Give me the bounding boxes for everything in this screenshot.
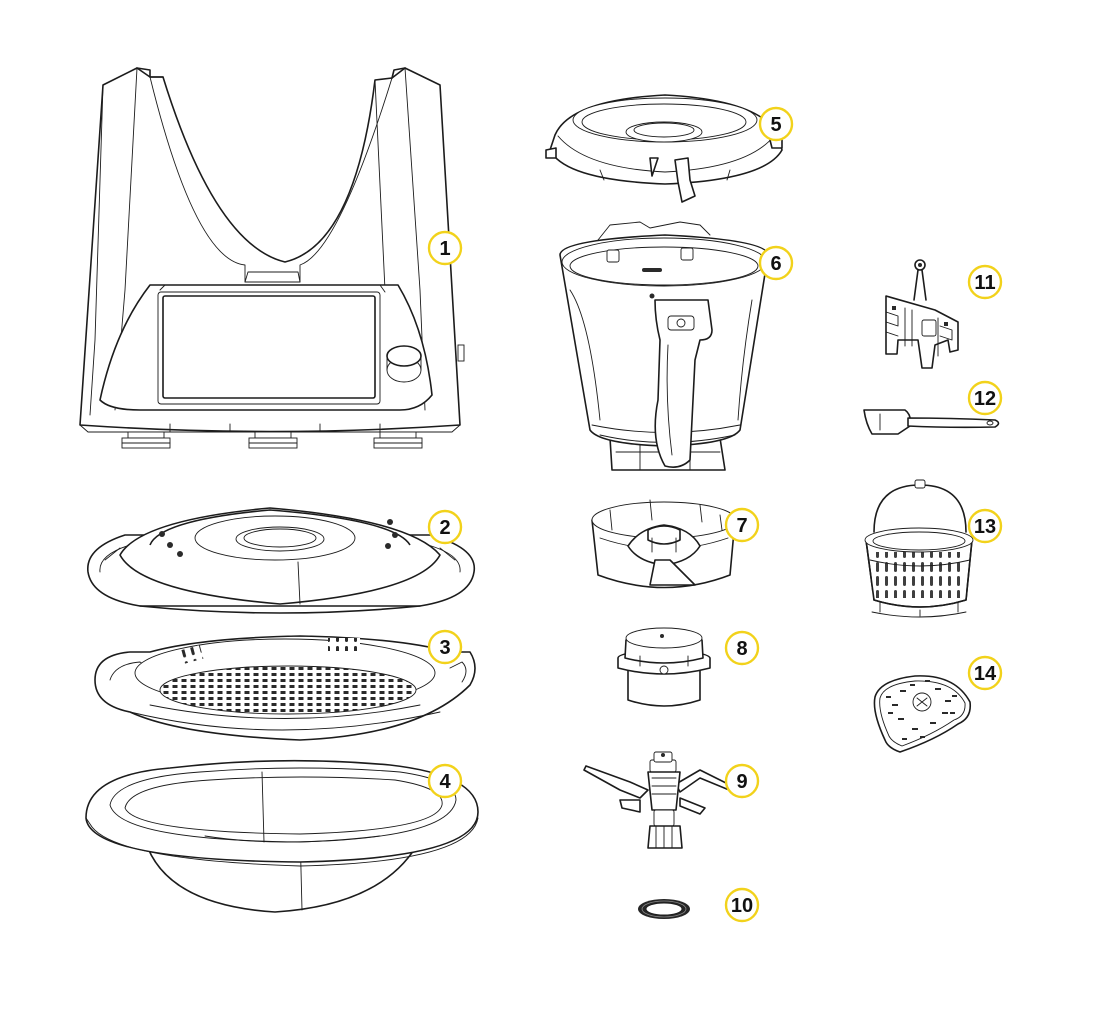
callout-5: 5 [758, 106, 794, 142]
measuring-cup-illustration [617, 627, 711, 707]
callout-label: 3 [439, 637, 450, 659]
callout-circle [724, 630, 760, 666]
callout-circle [427, 230, 463, 266]
callout-circle [427, 629, 463, 665]
callout-circle [967, 264, 1003, 300]
callout-3: 3 [427, 629, 463, 665]
callout-label: 2 [439, 517, 450, 539]
callout-circle [427, 509, 463, 545]
callout-circle [967, 380, 1003, 416]
callout-circle [758, 245, 794, 281]
callout-label: 6 [770, 253, 781, 275]
callout-13: 13 [967, 508, 1003, 544]
splash-guard-illustration [873, 675, 972, 753]
varoma-tray-illustration [94, 635, 476, 741]
base-unit-illustration [79, 67, 465, 449]
callout-label: 5 [770, 114, 781, 136]
mixing-bowl-illustration [559, 221, 769, 471]
sealing-ring-illustration [638, 899, 690, 919]
callout-circle [427, 763, 463, 799]
callouts: 1 2 3 4 5 6 7 8 [427, 106, 1003, 923]
spatula-illustration [863, 409, 1000, 435]
callout-label: 10 [731, 895, 753, 917]
callout-label: 14 [974, 663, 997, 685]
callout-12: 12 [967, 380, 1003, 416]
callout-label: 13 [974, 516, 996, 538]
varoma-dish-illustration [85, 759, 479, 913]
callout-label: 12 [974, 388, 996, 410]
mixing-bowl-lid-illustration [545, 94, 783, 203]
mixing-knife-illustration [583, 751, 737, 849]
callout-10: 10 [724, 887, 760, 923]
callout-8: 8 [724, 630, 760, 666]
simmering-basket-illustration [864, 479, 974, 618]
callout-label: 11 [974, 272, 995, 294]
callout-label: 4 [439, 771, 451, 793]
callout-label: 9 [736, 771, 747, 793]
callout-label: 7 [736, 515, 747, 537]
callout-4: 4 [427, 763, 463, 799]
callout-6: 6 [758, 245, 794, 281]
butterfly-whisk-illustration [885, 259, 959, 369]
callout-label: 8 [736, 638, 747, 660]
callout-2: 2 [427, 509, 463, 545]
callout-circle [724, 887, 760, 923]
varoma-lid-illustration [87, 507, 476, 614]
callout-label: 1 [439, 238, 450, 260]
callout-circle [724, 763, 760, 799]
callout-circle [967, 508, 1003, 544]
callout-1: 1 [427, 230, 463, 266]
callout-11: 11 [967, 264, 1003, 300]
callout-circle [724, 507, 760, 543]
callout-9: 9 [724, 763, 760, 799]
callout-14: 14 [967, 655, 1003, 691]
callout-circle [967, 655, 1003, 691]
bowl-base-illustration [591, 499, 737, 589]
callout-7: 7 [724, 507, 760, 543]
callout-circle [758, 106, 794, 142]
